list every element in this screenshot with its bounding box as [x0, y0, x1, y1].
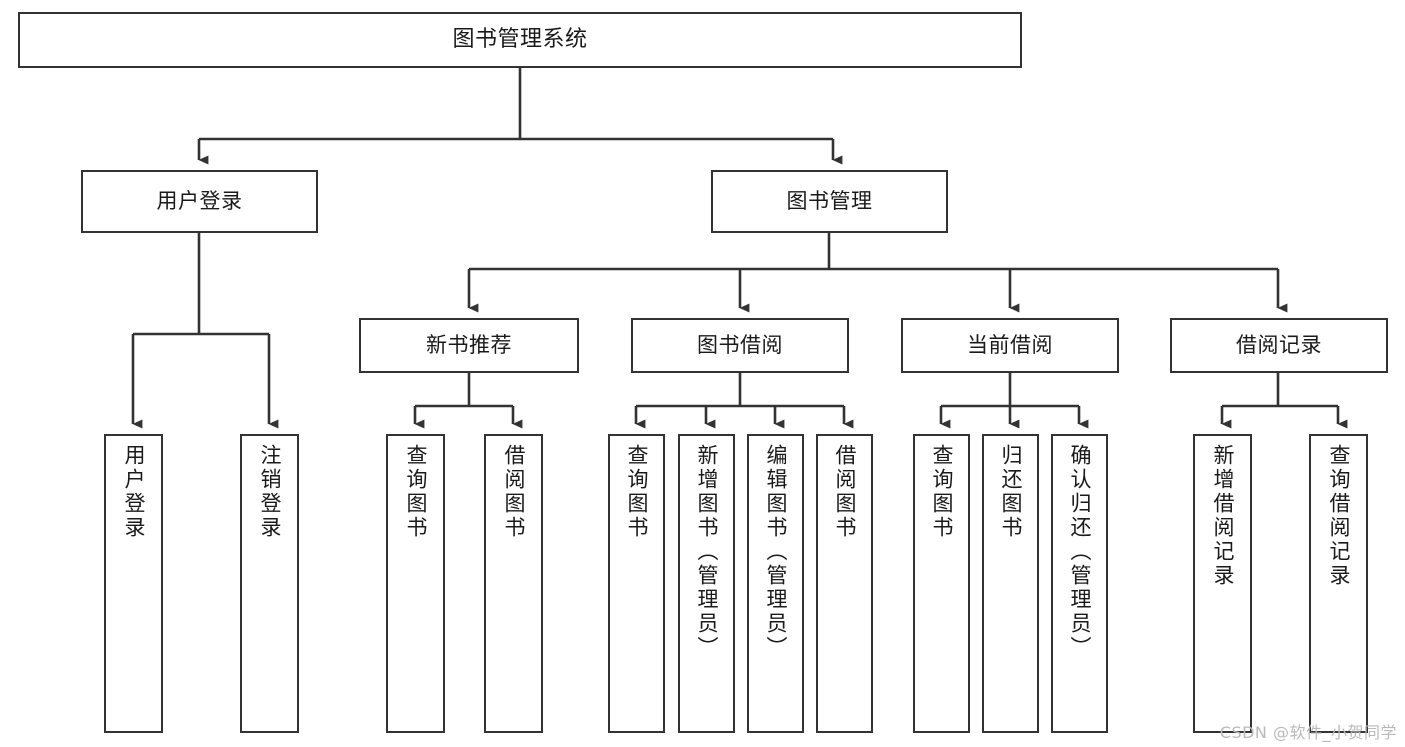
leaf-user-login[interactable]: 用户登录 [104, 434, 163, 733]
node-borrow-record-label: 借阅记录 [1236, 333, 1322, 358]
leaf-borrow-book-2-label: 借阅图书 [833, 444, 857, 540]
leaf-query-book-2[interactable]: 查询图书 [608, 434, 665, 733]
node-book-management-label: 图书管理 [786, 189, 873, 214]
leaf-confirm-return-label: 确认归还（管理员） [1068, 444, 1092, 660]
leaf-return-book-label: 归还图书 [999, 444, 1023, 540]
leaf-borrow-book-1[interactable]: 借阅图书 [484, 434, 543, 733]
leaf-user-logout-label: 注销登录 [258, 444, 282, 540]
node-book-management[interactable]: 图书管理 [711, 170, 948, 233]
leaf-query-book-3[interactable]: 查询图书 [913, 434, 970, 733]
leaf-query-record[interactable]: 查询借阅记录 [1309, 434, 1368, 733]
leaf-query-record-label: 查询借阅记录 [1327, 444, 1351, 588]
node-root-label: 图书管理系统 [452, 27, 588, 53]
node-user-login[interactable]: 用户登录 [81, 170, 318, 233]
leaf-query-book-1[interactable]: 查询图书 [386, 434, 445, 733]
leaf-query-book-3-label: 查询图书 [930, 444, 954, 540]
leaf-confirm-return[interactable]: 确认归还（管理员） [1051, 434, 1108, 733]
node-book-borrow[interactable]: 图书借阅 [631, 318, 849, 373]
leaf-add-book[interactable]: 新增图书（管理员） [678, 434, 735, 733]
leaf-return-book[interactable]: 归还图书 [982, 434, 1039, 733]
node-current-borrow[interactable]: 当前借阅 [901, 318, 1119, 373]
leaf-add-record[interactable]: 新增借阅记录 [1193, 434, 1252, 733]
leaf-edit-book-label: 编辑图书（管理员） [764, 444, 788, 660]
leaf-borrow-book-1-label: 借阅图书 [502, 444, 526, 540]
node-root-system[interactable]: 图书管理系统 [18, 12, 1022, 68]
node-current-borrow-label: 当前借阅 [967, 333, 1053, 358]
node-user-login-label: 用户登录 [156, 189, 243, 214]
leaf-user-logout[interactable]: 注销登录 [240, 434, 299, 733]
leaf-borrow-book-2[interactable]: 借阅图书 [816, 434, 873, 733]
leaf-query-book-1-label: 查询图书 [404, 444, 428, 540]
node-book-borrow-label: 图书借阅 [697, 333, 783, 358]
node-new-book-recommend-label: 新书推荐 [426, 333, 512, 358]
leaf-add-book-label: 新增图书（管理员） [695, 444, 719, 660]
node-new-book-recommend[interactable]: 新书推荐 [359, 318, 579, 373]
leaf-query-book-2-label: 查询图书 [625, 444, 649, 540]
leaf-edit-book[interactable]: 编辑图书（管理员） [747, 434, 804, 733]
leaf-add-record-label: 新增借阅记录 [1211, 444, 1235, 588]
node-borrow-record[interactable]: 借阅记录 [1170, 318, 1388, 373]
leaf-user-login-label: 用户登录 [122, 444, 146, 540]
csdn-watermark: CSDN @软件_小贺同学 [1219, 723, 1397, 742]
